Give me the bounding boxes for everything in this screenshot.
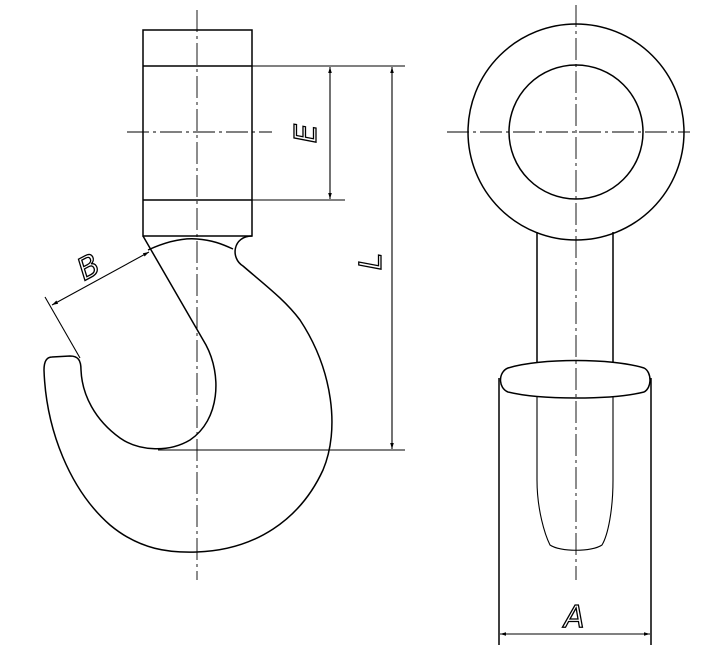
- hook-side-view: B E L: [43, 10, 405, 580]
- hook-outline: [43, 235, 333, 553]
- l-label: L: [354, 253, 389, 270]
- b-extension-line: [44, 296, 81, 359]
- eye-inner-circle: [508, 64, 644, 200]
- inner-tongue: [536, 397, 614, 551]
- b-dimension-arrow: [51, 251, 150, 306]
- eye-outer-circle: [467, 23, 685, 241]
- hook-top-curve: [147, 238, 234, 251]
- e-label: E: [289, 124, 324, 143]
- hook-front-view: A: [447, 5, 690, 645]
- a-label: A: [562, 600, 585, 635]
- b-label: B: [72, 247, 107, 288]
- shank: [142, 29, 253, 237]
- collar: [499, 359, 651, 399]
